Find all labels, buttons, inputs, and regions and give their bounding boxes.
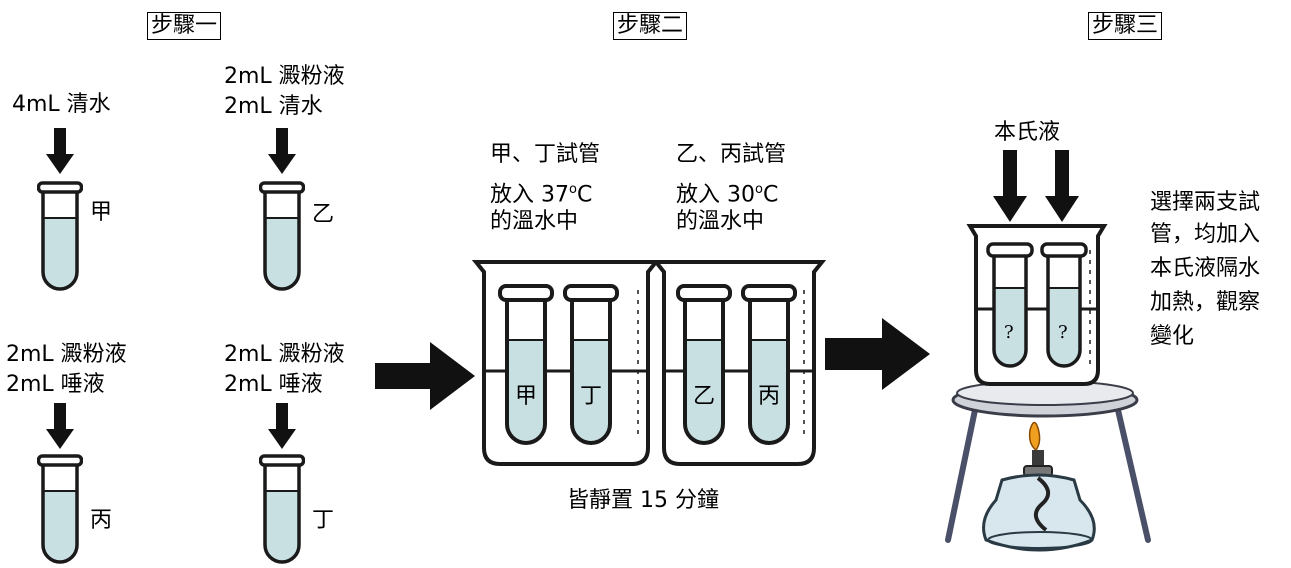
- beaker-left-tube-jia-label: 甲: [515, 384, 538, 409]
- step3-note-3: 本氏液隔水: [1150, 256, 1261, 281]
- step2-right-note-1: 乙、丙試管: [676, 142, 787, 167]
- tube-jia-contents: 4mL 清水: [12, 92, 111, 117]
- step3-tube-right-mark: ?: [1058, 322, 1068, 343]
- tube-ding-label: 丁: [312, 508, 335, 533]
- beaker-left-tube-ding-label: 丁: [580, 384, 603, 409]
- step2-left-note-2: 放入 37oC: [490, 182, 593, 208]
- arrow-tube-bing: [46, 403, 74, 449]
- step3-note-5: 變化: [1150, 324, 1195, 349]
- alcohol-lamp: [982, 421, 1096, 552]
- arrow-tube-jia: [46, 128, 74, 174]
- tripod-stand: [945, 380, 1151, 543]
- tube-bing-label: 丙: [90, 508, 113, 533]
- beaker-right-tube-yi-label: 乙: [693, 384, 716, 409]
- beaker-right-tube-bing-label: 丙: [758, 384, 781, 409]
- tube-ding: [259, 454, 305, 564]
- step2-left-note-1: 甲、丁試管: [490, 142, 601, 167]
- arrow-step2-to-step3: [825, 318, 930, 390]
- tube-yi: [259, 181, 305, 291]
- step3-tube-left-mark: ?: [1004, 322, 1014, 343]
- tube-ding-contents-1: 2mL 澱粉液: [224, 342, 345, 367]
- tube-bing-contents-2: 2mL 唾液: [6, 372, 105, 397]
- step3-note-4: 加熱，觀察: [1150, 290, 1261, 315]
- reagent-label: 本氏液: [994, 120, 1061, 145]
- tube-bing: [37, 454, 83, 564]
- step3-note-2: 管，均加入: [1150, 222, 1261, 247]
- tube-yi-contents-2: 2mL 清水: [224, 94, 323, 119]
- beaker-left: [471, 260, 661, 466]
- tube-jia: [37, 181, 83, 291]
- step3-note-1: 選擇兩支試: [1150, 190, 1261, 215]
- tube-bing-contents-1: 2mL 澱粉液: [6, 342, 127, 367]
- arrow-tube-yi: [268, 128, 296, 174]
- step2-caption: 皆靜置 15 分鐘: [567, 488, 719, 513]
- arrow-tube-ding: [268, 403, 296, 449]
- beaker-right: [651, 260, 827, 466]
- tube-jia-label: 甲: [90, 200, 113, 225]
- tube-yi-label: 乙: [312, 202, 335, 227]
- step1-header: 步驟一: [147, 12, 222, 40]
- tube-ding-contents-2: 2mL 唾液: [224, 372, 323, 397]
- step2-right-note-2: 放入 30oC: [676, 182, 779, 208]
- step2-right-note-3: 的溫水中: [676, 209, 765, 234]
- beaker-step3: [966, 224, 1108, 386]
- arrow-reagent-right: [1045, 150, 1079, 222]
- step2-left-note-3: 的溫水中: [490, 209, 579, 234]
- tube-yi-contents-1: 2mL 澱粉液: [224, 64, 345, 89]
- arrow-step1-to-step2: [375, 342, 475, 410]
- arrow-reagent-left: [993, 150, 1027, 222]
- step3-header: 步驟三: [1088, 12, 1163, 40]
- step2-header: 步驟二: [613, 12, 688, 40]
